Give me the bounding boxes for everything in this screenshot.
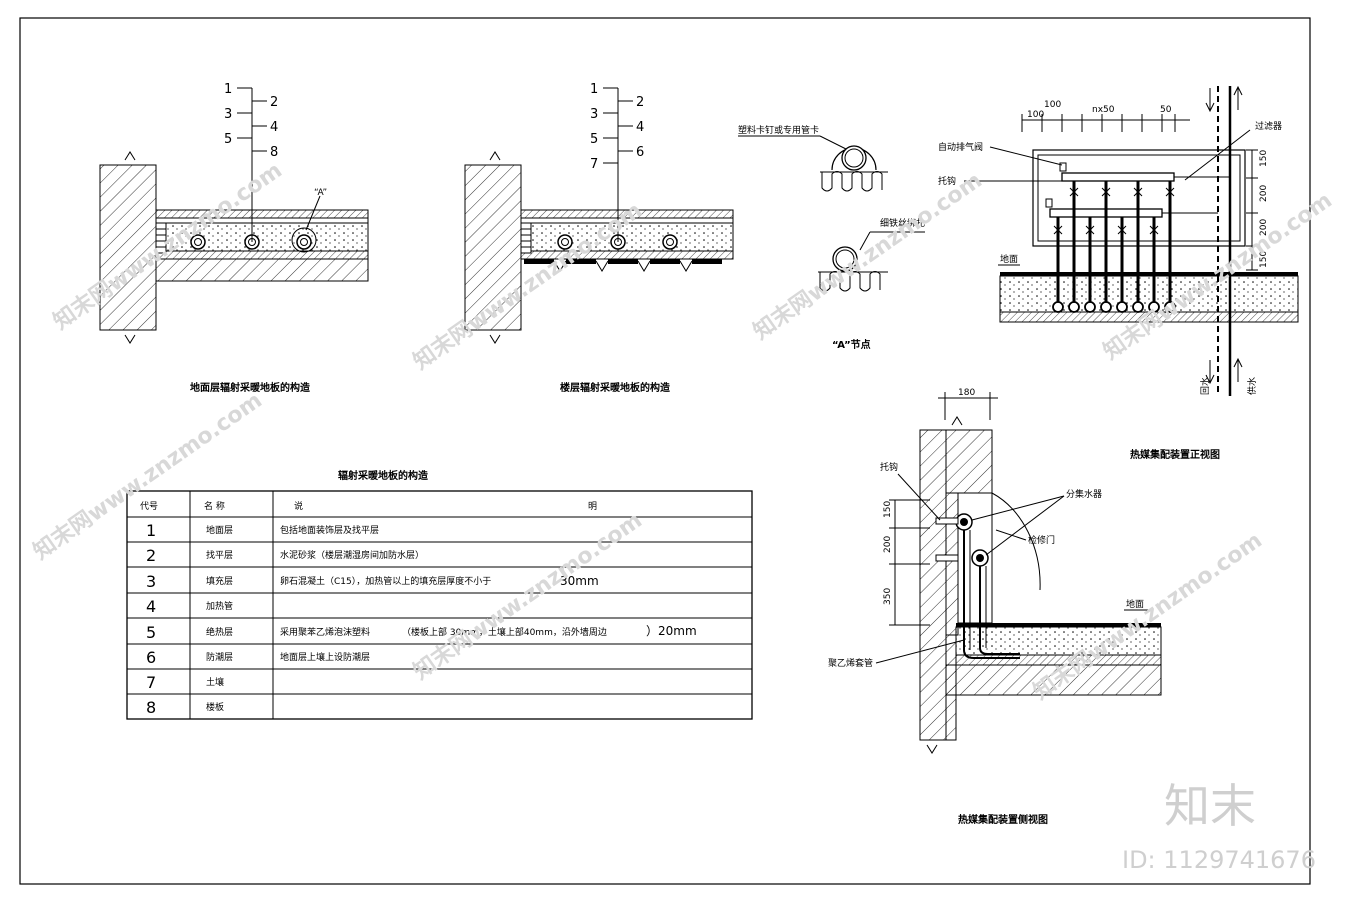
caption-upper-floor: 楼层辐射采暖地板的构造 (560, 381, 671, 394)
caption-manifold-side: 热媒集配装置侧视图 (958, 813, 1048, 826)
table-name: 防潮层 (206, 651, 233, 663)
dim-top: 50 (1160, 105, 1172, 115)
ground-label: 地面 (1000, 253, 1018, 265)
caption-ground-floor: 地面层辐射采暖地板的构造 (190, 381, 311, 394)
upper-floor-section: 1 3 5 7 2 4 6 楼层辐射采暖地板的构造 (464, 82, 734, 394)
table-header: 说 (294, 500, 303, 512)
dim-top: 100 (1027, 110, 1044, 120)
table-code: 3 (146, 572, 156, 591)
node-a-detail: 塑料卡钉或专用管卡 细铁丝绑扎 “A”节点 (738, 124, 925, 351)
access-door-label: 检修门 (1028, 534, 1055, 546)
table-name: 土壤 (206, 676, 224, 688)
wire-label: 细铁丝绑扎 (880, 217, 925, 229)
table-name: 填充层 (206, 575, 233, 587)
dim-left: 350 (883, 588, 893, 605)
clip-label: 塑料卡钉或专用管卡 (738, 124, 819, 136)
table-desc: 卵石混凝土（C15），加热管以上的填充层厚度不小于 (280, 575, 491, 587)
ground-label: 地面 (1126, 598, 1144, 610)
table-code: 4 (146, 597, 156, 616)
manifold-header-icon (955, 513, 989, 567)
watermark-text: 知末网www.znzmo.com (749, 167, 987, 345)
table-name: 找平层 (206, 549, 233, 561)
brand-logo-text: 知末 (1164, 779, 1256, 833)
dim-right: 200 (1259, 185, 1269, 202)
table-extra: 30mm (560, 574, 599, 588)
layer-label: 6 (636, 145, 644, 160)
dim-left: 150 (883, 501, 893, 518)
layer-label: 7 (590, 157, 598, 172)
caption-manifold-front: 热媒集配装置正视图 (1130, 448, 1220, 461)
valve-icon (1053, 187, 1175, 235)
layer-spec-table: 辐射采暖地板的构造 代号 名 称 说 明 1 地面层 包括地面装饰层及找平层 2… (126, 469, 753, 720)
layer-label: 2 (636, 95, 644, 110)
table-desc-detail: （楼板上部 30mm，土壤上部40mm，沿外墙周边 (402, 626, 607, 638)
ground-floor-section: 1 3 5 2 4 8 “A” 地面层辐射采暖地板的构造 (99, 82, 369, 394)
air-valve-label: 自动排气阀 (938, 141, 983, 153)
table-desc: 地面层上壤上设防潮层 (280, 651, 370, 663)
image-id-text: ID: 1129741676 (1122, 846, 1316, 874)
return-water-label: 回水 (1199, 377, 1211, 395)
manifold-label: 分集水器 (1066, 488, 1102, 500)
dimension-ticks (1021, 114, 1176, 132)
heating-pipe-icon (557, 234, 678, 250)
hook-label: 托钩 (880, 461, 898, 473)
table-header: 明 (588, 501, 597, 512)
table-title: 辐射采暖地板的构造 (338, 469, 429, 482)
table-code: 2 (146, 546, 156, 565)
dim-top: 100 (1044, 100, 1061, 110)
layer-leader-lines (237, 87, 267, 152)
layer-label: 3 (224, 107, 232, 122)
dim-top: nx50 (1092, 105, 1115, 115)
sleeve-label: 聚乙烯套管 (828, 657, 873, 669)
layer-label: 8 (270, 145, 278, 160)
layer-label: 1 (224, 82, 232, 97)
dim-right: 200 (1259, 219, 1269, 236)
pipe-end-icon (1052, 301, 1176, 313)
table-name: 地面层 (206, 524, 233, 536)
table-code: 5 (146, 623, 156, 642)
layer-label: 4 (270, 120, 278, 135)
supply-water-label: 供水 (1246, 377, 1258, 395)
layer-label: 4 (636, 120, 644, 135)
table-code: 6 (146, 648, 156, 667)
table-extra: ）20mm (646, 624, 697, 638)
caption-node-a: “A”节点 (832, 338, 871, 351)
watermark-text: 知末网www.znzmo.com (409, 507, 647, 685)
layer-label: 5 (590, 132, 598, 147)
drawing-frame (19, 17, 1311, 885)
table-desc: 包括地面装饰层及找平层 (280, 524, 379, 536)
table-header: 代号 (140, 501, 158, 512)
table-header: 名 称 (204, 500, 225, 512)
layer-label: 1 (590, 82, 598, 97)
table-code: 1 (146, 521, 156, 540)
dim-left: 200 (883, 536, 893, 553)
table-code: 8 (146, 698, 156, 717)
table-name: 绝热层 (206, 626, 233, 638)
table-name: 加热管 (206, 600, 233, 612)
table-name: 楼板 (206, 701, 224, 713)
layer-leader-lines (603, 87, 633, 164)
table-desc: 采用聚苯乙烯泡沫塑料 (280, 626, 370, 638)
flow-arrow-icon (1205, 85, 1243, 385)
ceiling-insulation-strips (524, 259, 722, 272)
dim-wall-thickness: 180 (958, 388, 975, 398)
manifold-front-view: 100 100 nx50 50 (938, 85, 1299, 461)
manifold-side-view: 180 150 200 350 (828, 388, 1162, 826)
table-desc: 水泥砂浆（楼层潮湿房间加防水层） (280, 549, 424, 561)
layer-label: 3 (590, 107, 598, 122)
callout-a-label: “A” (314, 188, 327, 198)
table-code: 7 (146, 673, 156, 692)
dim-right: 150 (1259, 150, 1269, 167)
layer-label: 5 (224, 132, 232, 147)
hook-label: 托钩 (938, 175, 956, 187)
layer-label: 2 (270, 95, 278, 110)
dim-right: 150 (1259, 251, 1269, 268)
filter-label: 过滤器 (1255, 120, 1282, 132)
